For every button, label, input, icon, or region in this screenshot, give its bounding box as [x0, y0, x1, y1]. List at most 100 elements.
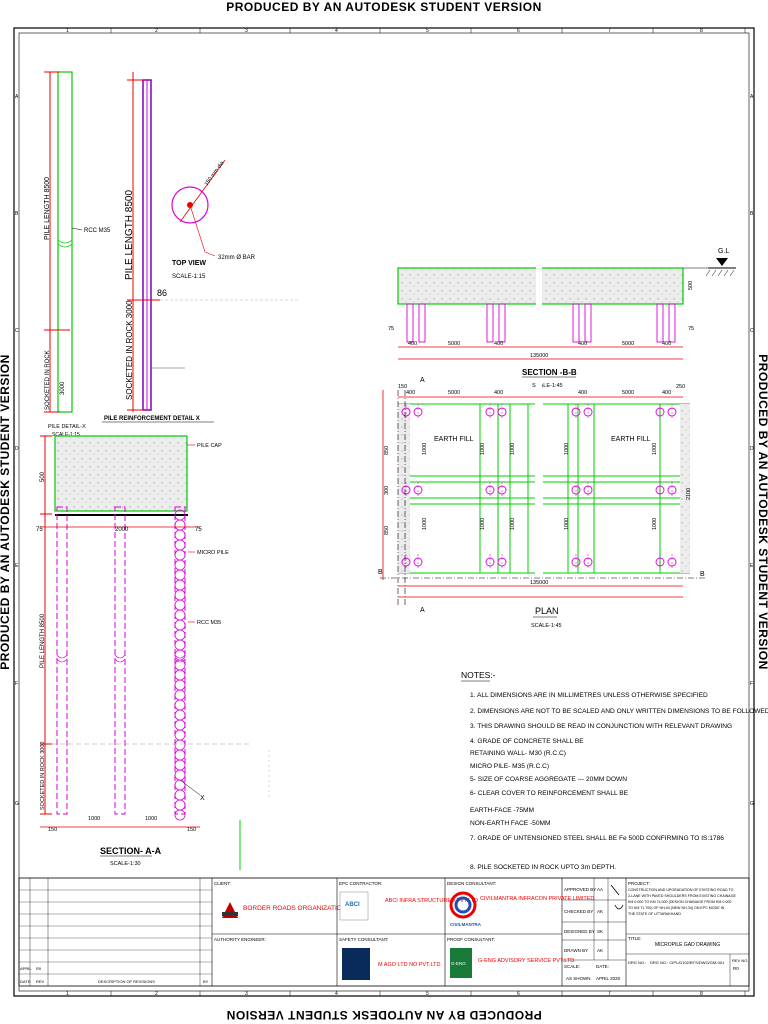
reinforcement-socket: SOCKETED IN ROCK 3000	[125, 300, 134, 400]
plan-dim-300: 300	[384, 486, 390, 495]
project-description: CONSTRUCTION AND UPGRADATION OF EXISTING…	[628, 888, 736, 916]
bb-dim-total: 135000	[530, 353, 548, 359]
pile-helix	[174, 649, 186, 661]
micro-pile	[584, 303, 592, 343]
pile-helix	[174, 769, 186, 781]
pile-helix	[174, 609, 186, 621]
plan: A A B B EARTH FILL EARTH FILL 150 250 40…	[378, 377, 705, 629]
drawn-label: DRAWN BY	[564, 948, 588, 953]
designed-label: DESIGNED BY	[564, 929, 595, 934]
rev-label: REV NO.	[732, 958, 748, 963]
aa-label-micro-pile: MICRO PILE	[197, 550, 229, 556]
grid-row-label: C	[750, 328, 754, 334]
project-line: 2-LANE WITH PAVED SHOULDERS FROM EXISTIN…	[628, 894, 736, 898]
pile-helix	[174, 589, 186, 601]
micro-pile	[174, 506, 186, 815]
pile-helix	[174, 659, 186, 671]
approved-init: AA	[597, 887, 603, 892]
plan-dim-total: 135000	[530, 580, 548, 586]
pile-helix	[174, 669, 186, 681]
plan-dim-400d: 400	[662, 390, 671, 396]
grid-col-label: 8	[700, 991, 703, 997]
checked-label: CHECKED BY	[564, 909, 593, 914]
project-line: CONSTRUCTION AND UPGRADATION OF EXISTING…	[628, 888, 734, 892]
section-bb: G.L 75 75 500 400 5000 400 400 5000 400 …	[388, 248, 736, 389]
pile-helix	[174, 789, 186, 801]
drg-label: DRG NO.:	[628, 960, 646, 965]
aa-label-rcc: RCC M35	[197, 620, 221, 626]
top-view-title: TOP VIEW	[172, 260, 206, 267]
note-item: RETAINING WALL- M30 (R.C.C)	[470, 750, 566, 757]
grid-col-label: 6	[517, 991, 520, 997]
plan-dim-1000g: 1000	[564, 443, 570, 455]
plan-dim-1000f: 1000	[510, 518, 516, 530]
project-line: TO KM 71.700) OF NH-94 (NEW NH-34) ON EP…	[628, 906, 725, 910]
drawing-title: MICROPILE GAD DRAWING	[655, 942, 720, 948]
plan-dim-1000e: 1000	[510, 443, 516, 455]
proof-label: PROOF CONSULTANT:	[447, 937, 495, 942]
pile-helix	[174, 559, 186, 571]
pile-helix	[174, 799, 186, 811]
top-view-scale: SCALE-1:15	[172, 274, 206, 280]
rev-value: R0	[733, 966, 739, 971]
pile-helix	[174, 689, 186, 701]
plan-dim-1000j: 1000	[652, 518, 658, 530]
civilmantra-logo-icon	[449, 891, 477, 919]
plan-dim-5000b: 5000	[622, 390, 634, 396]
micro-pile	[498, 303, 506, 343]
aa-length: PILE LENGTH 8500	[40, 613, 46, 668]
grid-row-label: A	[750, 94, 754, 100]
rev-rev-hdr: REV	[36, 979, 45, 984]
wall-hatch	[680, 404, 690, 573]
reinforcement-detail: PILE LENGTH 8500 SOCKETED IN ROCK 3000 8…	[102, 72, 214, 423]
rev-desc-hdr: DESCRIPTION OF REVISIONS	[98, 979, 155, 984]
plan-earth-fill-r: EARTH FILL	[611, 436, 651, 443]
signature-icon	[610, 884, 624, 910]
pile-helix	[174, 719, 186, 731]
plan-dim-2100: 2100	[686, 488, 692, 500]
bb-dim-right: 75	[688, 326, 694, 332]
plan-dim-400c: 400	[578, 390, 587, 396]
rev-no: R0	[36, 966, 42, 971]
pile-helix	[174, 539, 186, 551]
grid-col-label: 1	[66, 991, 69, 997]
grid-row-label: A	[15, 94, 19, 100]
drawn-init: AK	[597, 948, 603, 953]
epc-name: ABCI INFRA STRUCTURED PVT.LTD	[385, 898, 478, 904]
grid-col-label: 3	[245, 28, 248, 34]
safety-name: M AGO LTD NO PVT.LTD.	[378, 962, 442, 968]
grid-col-label: 6	[517, 28, 520, 34]
aa-dim-edge-r: 75	[195, 527, 202, 533]
note-item: 7. GRADE OF UNTENSIONED STEEL SHALL BE F…	[470, 835, 724, 842]
safety-label: SAFETY CONSULTANT:	[339, 937, 388, 942]
pile-break	[174, 654, 186, 663]
micro-pile	[656, 303, 664, 343]
bb-dim-400b: 400	[494, 341, 503, 347]
design-name: CIVILMANTRA INFRACON PRIVATE LIMITED	[480, 896, 594, 902]
scale-label: SCALE:	[564, 964, 580, 969]
grid-col-label: 3	[245, 991, 248, 997]
bb-dim-5000a: 5000	[448, 341, 460, 347]
plan-dim-1000a: 1000	[422, 443, 428, 455]
project-label: PROJECT:	[628, 881, 650, 886]
aa-dim-bot-m1: 1000	[88, 816, 100, 822]
grid-col-label: 4	[335, 991, 338, 997]
pile-helix	[174, 599, 186, 611]
notes: NOTES:- 1. ALL DIMENSIONS ARE IN MILLIME…	[461, 670, 768, 871]
plan-dim-250: 250	[676, 384, 685, 390]
top-view-dia: 150 mm dia	[204, 160, 226, 188]
note-item: 2. DIMENSIONS ARE NOT TO BE SCALED AND O…	[470, 708, 768, 715]
plan-mark-a-bot: A	[420, 607, 425, 614]
date-value: APRIL 2020	[596, 976, 621, 981]
pile-break	[114, 654, 126, 663]
bb-scale: SCALE-1:45	[532, 383, 563, 389]
rev-date-hdr: DATE	[20, 979, 31, 984]
pile-detail-title: PILE DETAIL-X	[48, 424, 86, 430]
bb-gl: G.L	[718, 248, 729, 255]
client-label: CLIENT:	[214, 881, 231, 886]
aa-label-pile-cap: PILE CAP	[197, 443, 222, 449]
note-item: 8. PILE SOCKETED IN ROCK UPTO 3m DEPTH.	[470, 864, 616, 871]
